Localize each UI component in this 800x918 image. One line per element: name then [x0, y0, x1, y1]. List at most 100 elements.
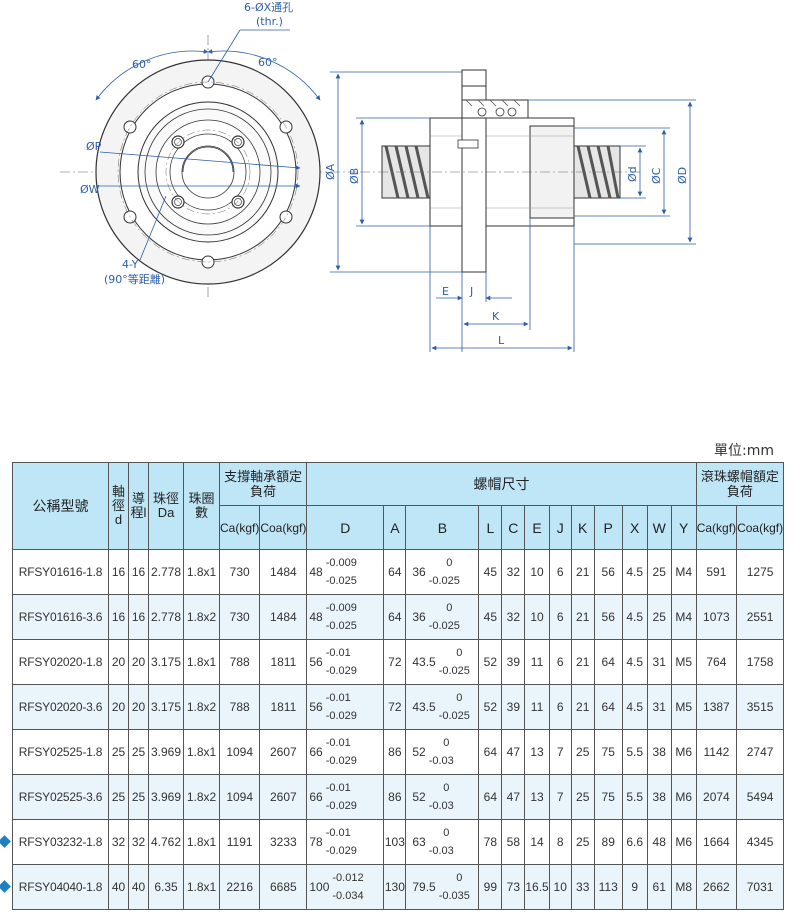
- header-lead: 導程l: [128, 462, 149, 550]
- a-label: ØA: [324, 163, 337, 180]
- lower-tolerance: -0.029: [325, 710, 357, 722]
- nominal-value: 100: [309, 880, 330, 894]
- cell-d: 48-0.009-0.025: [306, 594, 385, 640]
- cell-p: 75: [593, 729, 623, 775]
- cell-coa: 3233: [259, 819, 308, 865]
- header-col-A: A: [383, 505, 407, 550]
- cell-y: M4: [670, 594, 697, 640]
- cell-da: 2.778: [148, 594, 184, 640]
- cell-k: 25: [570, 729, 595, 775]
- cell-model: RFSY02525-3.6: [12, 774, 109, 820]
- cell-j: 10: [548, 864, 572, 910]
- cell-turns: 1.8x2: [183, 594, 220, 640]
- cell-ca: 2216: [218, 864, 261, 910]
- row-marker-icon: [0, 835, 11, 848]
- angle-left-label: 60°: [132, 58, 152, 71]
- cell-l: 45: [478, 594, 503, 640]
- cell-l: 52: [478, 684, 503, 730]
- tolerance-d: 66-0.01-0.029: [308, 734, 383, 770]
- cell-p: 56: [593, 549, 623, 595]
- cell-d: 66-0.01-0.029: [306, 729, 385, 775]
- cell-l: 78: [478, 819, 503, 865]
- cell-x: 5.5: [621, 729, 648, 775]
- cell-c: 73: [501, 864, 526, 910]
- cell-a: 103: [383, 819, 407, 865]
- cell-l: 52: [478, 639, 503, 685]
- cell-a: 86: [383, 729, 407, 775]
- upper-tolerance: 0: [443, 737, 450, 749]
- nominal-value: 66: [309, 745, 323, 759]
- cell-x: 4.5: [621, 594, 648, 640]
- cell-e: 11: [524, 684, 550, 730]
- cell-k: 21: [570, 639, 595, 685]
- cell-da: 3.969: [148, 729, 184, 775]
- cell-w: 48: [646, 819, 672, 865]
- cell-d: 32: [108, 819, 129, 865]
- nominal-value: 63: [412, 835, 426, 849]
- cell-y: M6: [670, 819, 697, 865]
- tolerance-d: 66-0.01-0.029: [308, 779, 383, 815]
- k-label: K: [492, 310, 500, 323]
- cell-a: 64: [383, 549, 407, 595]
- lower-tolerance: -0.03: [428, 800, 454, 812]
- cell-l: 16: [128, 549, 149, 595]
- cell-w: 38: [646, 774, 672, 820]
- cell-w: 38: [646, 729, 672, 775]
- header-col-Y: Y: [670, 505, 697, 550]
- upper-tolerance: 0: [446, 557, 453, 569]
- cell-l: 16: [128, 594, 149, 640]
- cell-p: 75: [593, 774, 623, 820]
- lower-tolerance: -0.034: [332, 890, 364, 902]
- lower-tolerance: -0.03: [428, 845, 454, 857]
- header-turns: 珠圈數: [183, 462, 220, 550]
- cell-j: 7: [548, 774, 572, 820]
- cell-p: 113: [593, 864, 623, 910]
- cell-ca2: 1073: [695, 594, 738, 640]
- cell-da: 2.778: [148, 549, 184, 595]
- cell-coa: 1484: [259, 549, 308, 595]
- cell-x: 4.5: [621, 684, 648, 730]
- cell-ca: 1191: [218, 819, 261, 865]
- cell-ca2: 1664: [695, 819, 738, 865]
- cell-l: 99: [478, 864, 503, 910]
- cell-k: 25: [570, 774, 595, 820]
- cell-e: 14: [524, 819, 550, 865]
- header-model: 公稱型號: [12, 462, 109, 550]
- cell-d: 25: [108, 729, 129, 775]
- tolerance-d: 56-0.01-0.029: [308, 689, 383, 725]
- cell-da: 3.175: [148, 639, 184, 685]
- cell-model: RFSY01616-1.8: [12, 549, 109, 595]
- lower-tolerance: -0.035: [438, 890, 470, 902]
- cell-ca2: 591: [695, 549, 738, 595]
- cell-l: 25: [128, 729, 149, 775]
- cell-l: 64: [478, 774, 503, 820]
- nominal-value: 52: [412, 790, 426, 804]
- angle-right-label: 60°: [258, 56, 278, 69]
- technical-drawing: 6-ØX通孔 (thr.) 60° 60° ØP ØW 4-Y (90°等距離): [60, 1, 696, 352]
- cell-coa: 1484: [259, 594, 308, 640]
- lower-tolerance: -0.029: [325, 755, 357, 767]
- nominal-value: 36: [412, 565, 426, 579]
- cell-w: 31: [646, 639, 672, 685]
- row-marker-icon: [0, 880, 11, 893]
- holes-label: 6-ØX通孔: [244, 1, 293, 14]
- l-label: L: [498, 334, 505, 347]
- tolerance-d: 48-0.009-0.025: [308, 599, 383, 635]
- header-nut-dimensions: 螺帽尺寸: [306, 462, 697, 506]
- upper-tolerance: 0: [456, 647, 463, 659]
- cell-da: 3.175: [148, 684, 184, 730]
- cell-y: M8: [670, 864, 697, 910]
- cell-coa2: 1758: [736, 639, 785, 685]
- nominal-value: 48: [309, 565, 323, 579]
- cell-p: 89: [593, 819, 623, 865]
